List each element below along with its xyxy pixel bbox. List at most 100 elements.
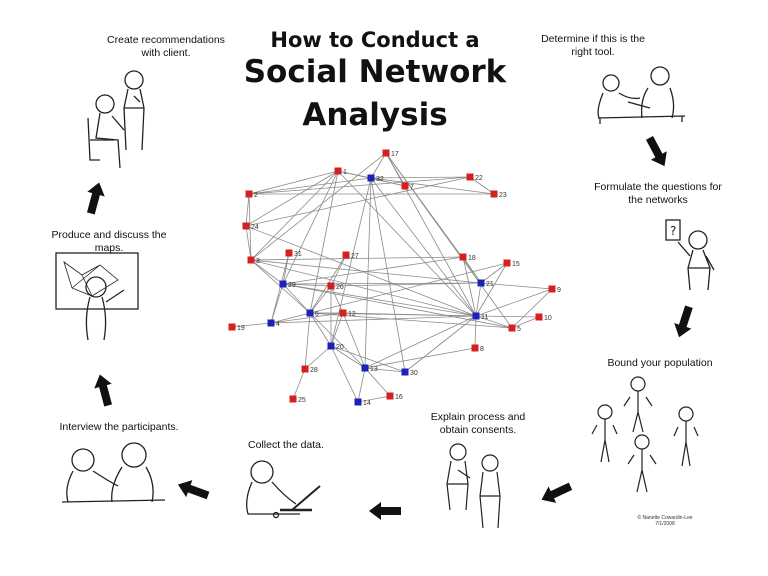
step-interview-label: Interview the participants. xyxy=(59,421,179,433)
network-node-label-25: 25 xyxy=(298,397,306,404)
network-node-label-6: 6 xyxy=(315,311,319,318)
sketch-group-of-people xyxy=(591,376,699,493)
network-node-label-20: 20 xyxy=(336,344,344,351)
network-edge-20-14 xyxy=(330,345,359,403)
network-edge-6-20 xyxy=(309,312,332,347)
network-edge-15-11 xyxy=(475,262,508,317)
network-node-15: 15 xyxy=(503,259,520,268)
network-edge-31-4 xyxy=(270,252,290,324)
arrow-step3-to-step4 xyxy=(537,478,575,508)
network-node-label-29: 29 xyxy=(288,282,296,289)
network-node-label-19: 19 xyxy=(237,325,245,332)
network-edge-32-13 xyxy=(364,177,372,369)
network-edge-17-21 xyxy=(385,152,482,284)
network-node-marker-1 xyxy=(334,167,342,175)
network-edge-32-11 xyxy=(370,177,477,317)
network-node-9: 9 xyxy=(548,285,561,294)
network-edge-32-17 xyxy=(370,152,387,179)
network-edge-13-14 xyxy=(357,367,366,403)
network-edge-18-21 xyxy=(462,256,482,284)
network-node-marker-20 xyxy=(327,342,335,350)
network-node-25: 25 xyxy=(289,395,306,404)
network-edge-21-26 xyxy=(330,282,482,287)
network-node-11: 11 xyxy=(472,312,488,321)
network-edge-29-5 xyxy=(282,283,513,329)
network-edge-21-11 xyxy=(475,282,482,317)
network-node-marker-25 xyxy=(289,395,297,403)
network-edge-1-24 xyxy=(245,170,339,227)
title-line-1: How to Conduct a xyxy=(270,28,480,52)
network-node-label-17: 17 xyxy=(391,151,399,158)
network-edge-11-8 xyxy=(474,315,477,349)
network-edge-12-11 xyxy=(342,312,477,317)
network-node-7: 7 xyxy=(401,182,414,191)
step-formulate-questions-label: Formulate the questions for the networks xyxy=(594,181,722,206)
network-edge-2-3 xyxy=(248,193,252,261)
arrow-step2-to-step3 xyxy=(670,304,698,340)
network-node-marker-14 xyxy=(354,398,362,406)
network-edge-29-11 xyxy=(282,283,477,317)
network-edge-18-11 xyxy=(462,256,477,317)
network-node-marker-7 xyxy=(401,182,409,190)
network-node-23: 23 xyxy=(490,190,507,199)
network-node-marker-19 xyxy=(228,323,236,331)
step-explain-process-label: Explain process and obtain consents. xyxy=(430,411,526,436)
network-edge-18-29 xyxy=(282,256,464,285)
network-node-16: 16 xyxy=(386,392,403,401)
network-edge-14-16 xyxy=(357,395,391,403)
network-node-marker-23 xyxy=(490,190,498,198)
network-node-20: 20 xyxy=(327,342,344,351)
network-edge-26-12 xyxy=(330,285,344,314)
network-node-28: 28 xyxy=(301,365,318,374)
network-edge-32-22 xyxy=(370,176,471,179)
network-edge-4-11 xyxy=(270,315,477,324)
network-node-8: 8 xyxy=(471,344,484,353)
network-node-22: 22 xyxy=(466,173,483,182)
network-node-marker-4 xyxy=(267,319,275,327)
network-node-2: 2 xyxy=(245,190,258,199)
network-node-label-18: 18 xyxy=(468,255,476,262)
network-node-marker-9 xyxy=(548,285,556,293)
network-node-label-4: 4 xyxy=(276,321,280,328)
copyright-line-1: © Nanette Cowardin-Lee xyxy=(637,515,693,521)
network-edge-22-23 xyxy=(469,176,495,195)
network-node-12: 12 xyxy=(339,309,356,318)
network-node-label-26: 26 xyxy=(336,284,344,291)
step-determine-tool-label: Determine if this is the right tool. xyxy=(541,33,645,58)
network-edge-2-24 xyxy=(245,193,250,227)
title-line-3: Analysis xyxy=(302,97,448,133)
network-node-26: 26 xyxy=(327,282,344,291)
network-edge-4-19 xyxy=(231,322,272,328)
network-edge-32-7 xyxy=(370,177,406,187)
network-node-marker-12 xyxy=(339,309,347,317)
network-edge-29-4 xyxy=(270,283,284,324)
network-edge-26-6 xyxy=(309,285,332,314)
network-node-marker-13 xyxy=(361,364,369,372)
network-edge-12-13 xyxy=(342,312,366,369)
network-edge-21-29 xyxy=(282,282,482,285)
network-node-30: 30 xyxy=(401,368,418,377)
sketch-two-people-discussing xyxy=(597,66,686,124)
network-node-marker-10 xyxy=(535,313,543,321)
network-edge-1-29 xyxy=(282,170,339,285)
network-node-label-32: 32 xyxy=(376,176,384,183)
network-node-label-12: 12 xyxy=(348,311,356,318)
network-node-label-27: 27 xyxy=(351,253,359,260)
network-edge-10-5 xyxy=(511,316,540,329)
network-node-marker-18 xyxy=(459,253,467,261)
network-node-label-1: 1 xyxy=(343,169,347,176)
network-node-marker-3 xyxy=(247,256,255,264)
network-edge-15-21 xyxy=(480,262,508,284)
network-node-marker-21 xyxy=(477,279,485,287)
network-node-marker-8 xyxy=(471,344,479,352)
network-edge-3-11 xyxy=(250,259,477,317)
network-node-21: 21 xyxy=(477,279,494,288)
network-edge-12-20 xyxy=(330,312,344,347)
step-produce-maps-label: Produce and discuss the maps. xyxy=(51,229,167,254)
network-node-marker-2 xyxy=(245,190,253,198)
copyright-line-2: 7/1/2008 xyxy=(655,521,675,527)
network-edge-3-18 xyxy=(250,256,464,261)
network-node-label-7: 7 xyxy=(410,184,414,191)
network-edge-2-22 xyxy=(248,176,471,195)
